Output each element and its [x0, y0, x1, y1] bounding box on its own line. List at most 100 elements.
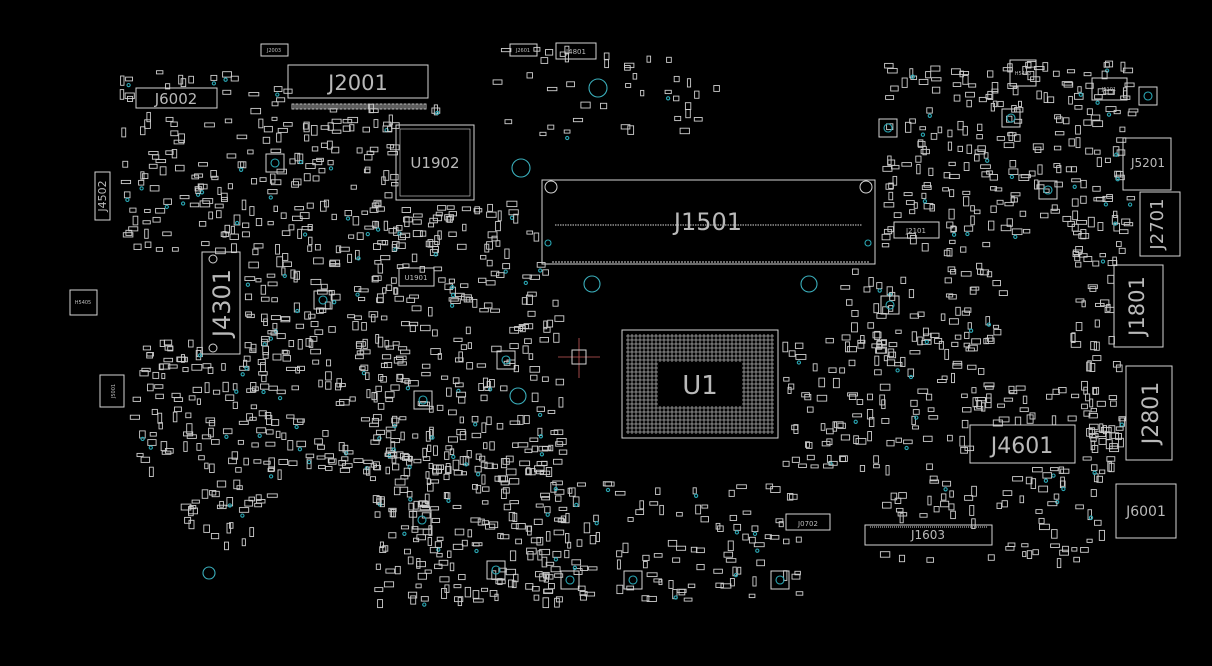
- connector-j4601[interactable]: J4601: [969, 424, 1076, 464]
- bga-ball: [730, 338, 734, 342]
- smd-pad: [452, 543, 464, 550]
- bga-ball: [718, 338, 722, 342]
- connector-j6002[interactable]: J6002: [135, 87, 218, 109]
- smd-pad: [429, 241, 439, 247]
- smd-pad: [1035, 509, 1043, 514]
- smd-pad: [967, 364, 977, 370]
- smd-pad: [992, 419, 1003, 427]
- smd-pad: [466, 450, 472, 459]
- smd-pad: [400, 378, 410, 383]
- smd-pad: [541, 446, 552, 451]
- smd-pad: [304, 311, 312, 320]
- connector-pin: [359, 103, 363, 110]
- smd-pad: [527, 291, 537, 297]
- smd-pad: [487, 203, 493, 212]
- connector-j2801[interactable]: J2801: [1125, 365, 1173, 461]
- smd-pad: [478, 277, 487, 283]
- bga-ball: [722, 334, 726, 338]
- bga-ball: [670, 410, 674, 414]
- bga-ball: [758, 398, 762, 402]
- bga-ball: [726, 410, 730, 414]
- smd-pad: [204, 382, 210, 394]
- bga-ball: [766, 414, 770, 418]
- smd-pad: [895, 437, 902, 443]
- connector-j2701[interactable]: J2701: [1139, 191, 1181, 257]
- smd-pad: [494, 475, 501, 482]
- smd-pad: [627, 517, 634, 522]
- bga-ball: [750, 410, 754, 414]
- connector-j4301[interactable]: J4301: [201, 251, 241, 355]
- smd-pad: [331, 146, 340, 154]
- bga-ball: [646, 394, 650, 398]
- bga-ball: [770, 410, 774, 414]
- smd-pad: [867, 431, 872, 442]
- smd-pad: [886, 359, 896, 367]
- connector-j2601[interactable]: J2601: [509, 43, 538, 57]
- connector-j1603[interactable]: J1603: [864, 524, 993, 546]
- connector-j2003[interactable]: J2003: [260, 43, 289, 57]
- smd-pad: [874, 355, 880, 366]
- smd-pad: [480, 461, 488, 469]
- chip-u1901[interactable]: U1901: [398, 267, 435, 287]
- smd-pad: [273, 205, 278, 212]
- smd-pad: [1090, 489, 1097, 497]
- smd-pad: [1107, 461, 1112, 472]
- connector-j4801[interactable]: J4801: [555, 42, 597, 60]
- connector-j2101[interactable]: J2101: [893, 221, 940, 239]
- smd-pad: [795, 354, 807, 360]
- smd-pad: [140, 171, 145, 180]
- connector-pin: [299, 103, 303, 110]
- smd-pad: [349, 396, 356, 402]
- smd-pad: [1056, 558, 1062, 569]
- smd-pad: [471, 415, 479, 423]
- via: [450, 293, 456, 298]
- bga-ball: [762, 394, 766, 398]
- via: [574, 502, 579, 508]
- smd-pad: [407, 591, 418, 599]
- bga-ball: [690, 406, 694, 410]
- via: [238, 167, 244, 172]
- bga-ball: [726, 414, 730, 418]
- smd-pad: [1107, 260, 1118, 267]
- smd-pad: [929, 204, 935, 212]
- smd-pad: [480, 254, 487, 260]
- smd-pad: [498, 567, 507, 573]
- bga-ball: [762, 422, 766, 426]
- bga-ball: [754, 386, 758, 390]
- bga-ball: [746, 394, 750, 398]
- mounting-hole-h5403[interactable]: H5403: [1009, 59, 1037, 87]
- connector-j0702[interactable]: J0702: [785, 513, 831, 531]
- bga-ball: [758, 358, 762, 362]
- chip-u1[interactable]: U1: [621, 329, 779, 439]
- connector-j5201[interactable]: J5201: [1122, 137, 1172, 191]
- bga-ball: [634, 342, 638, 346]
- bga-ball: [758, 422, 762, 426]
- bga-ball: [650, 402, 654, 406]
- connector-j6001[interactable]: J6001: [1115, 483, 1177, 539]
- bga-ball: [750, 398, 754, 402]
- connector-j1501[interactable]: J1501: [541, 179, 876, 265]
- via: [594, 521, 599, 526]
- smd-pad: [268, 457, 275, 468]
- bga-ball: [642, 430, 646, 434]
- connector-j5001[interactable]: J5001: [99, 374, 125, 408]
- smd-pad: [978, 96, 987, 103]
- bga-ball: [658, 354, 662, 358]
- bga-ball: [762, 386, 766, 390]
- chip-u1902[interactable]: U1902: [395, 124, 475, 201]
- smd-pad: [149, 432, 157, 437]
- smd-pad: [441, 375, 449, 380]
- bga-ball: [746, 370, 750, 374]
- bga-ball: [630, 370, 634, 374]
- smd-pad: [412, 213, 423, 218]
- connector-j1801[interactable]: J1801: [1113, 264, 1164, 348]
- connector-j2001[interactable]: J2001: [287, 64, 429, 99]
- connector-j5101[interactable]: J5101: [1091, 77, 1128, 101]
- smd-pad: [974, 154, 980, 162]
- smd-pad: [1012, 86, 1019, 96]
- smd-pad: [303, 121, 310, 133]
- connector-j4502[interactable]: J4502: [94, 171, 111, 221]
- smd-pad: [455, 391, 467, 398]
- mounting-hole-h5405[interactable]: H5405: [69, 289, 98, 316]
- bga-ball: [730, 418, 734, 422]
